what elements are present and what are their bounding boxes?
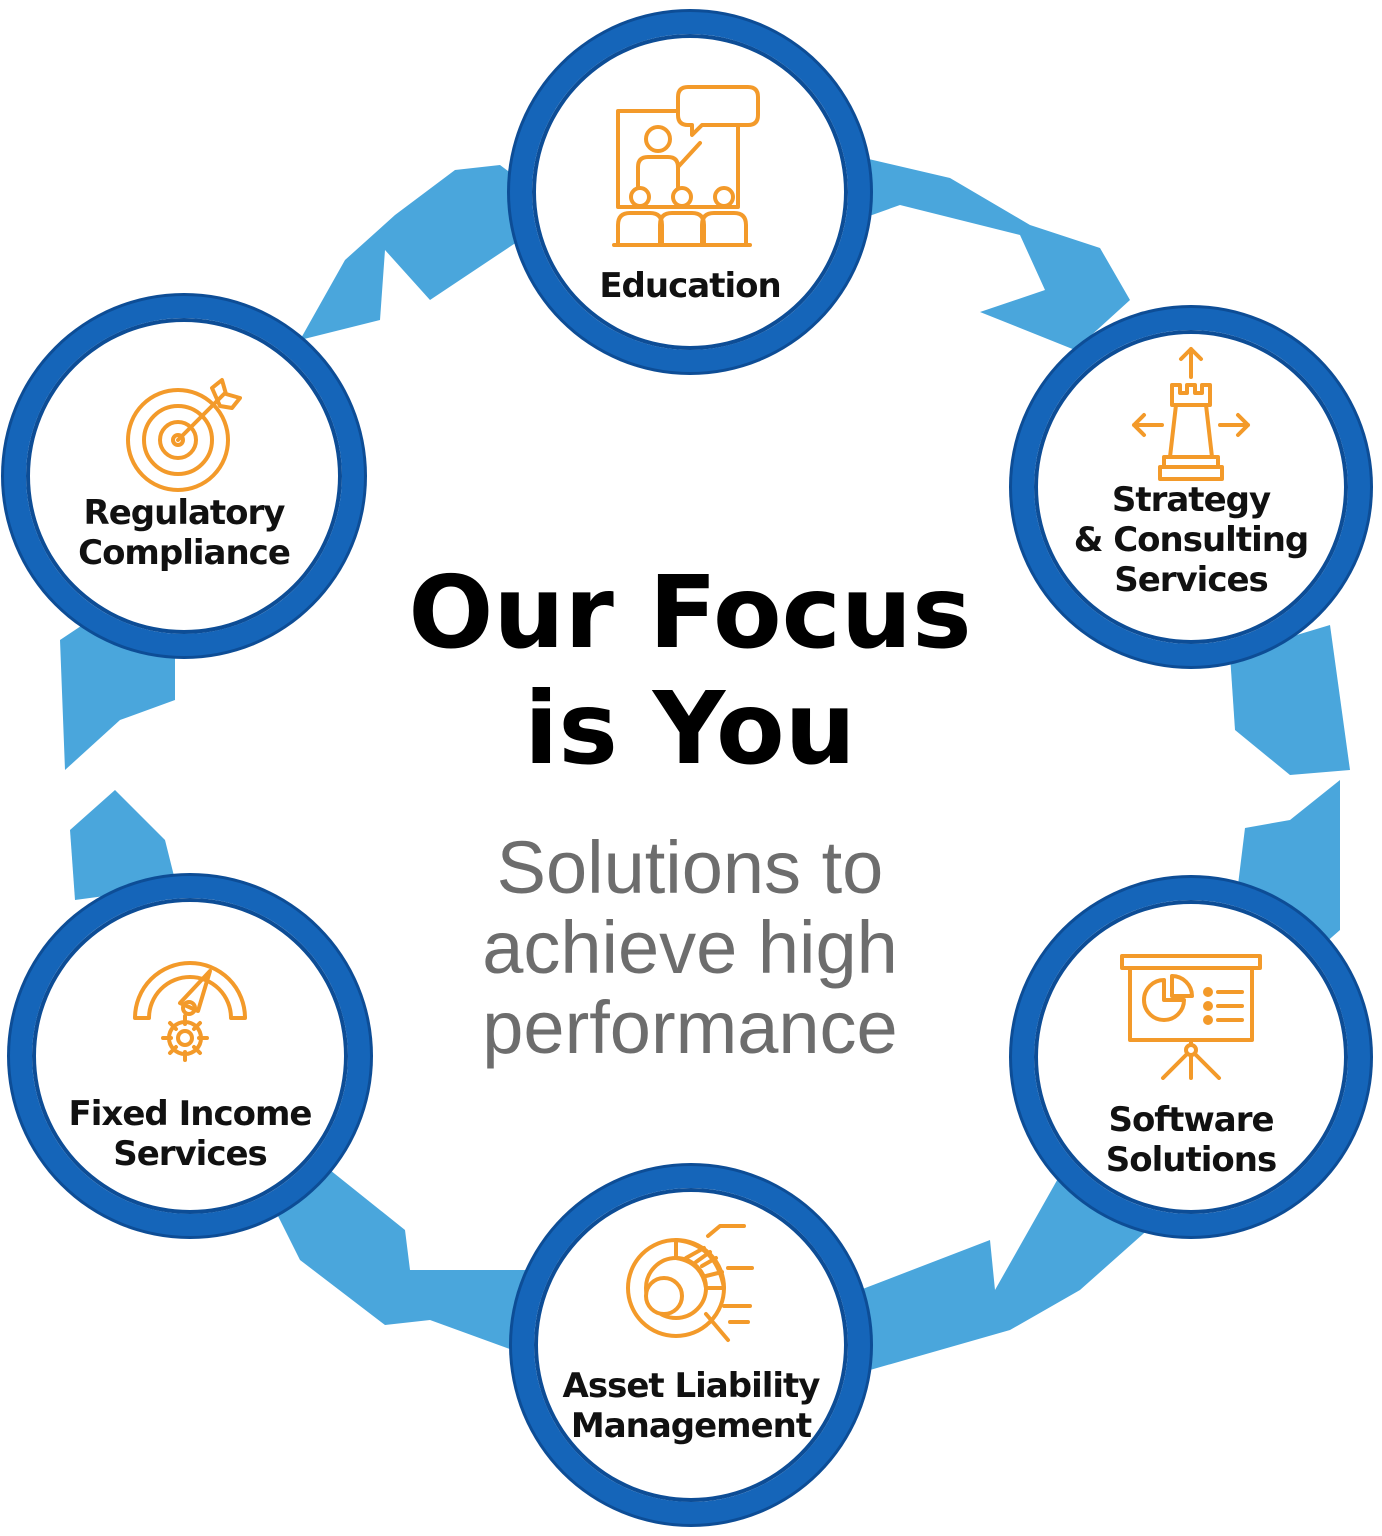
node-regulatory-label: Regulatory Compliance <box>78 493 291 573</box>
node-alm-label: Asset Liability Management <box>562 1366 821 1446</box>
arrow-alm-to-fixed <box>260 1170 540 1360</box>
presentation-audience-icon <box>612 85 760 247</box>
node-education: Education <box>510 12 870 372</box>
arrow-strategy-to-software <box>1230 625 1350 775</box>
arrow-fixed-to-regulatory-2 <box>60 620 175 770</box>
node-fixed-income: Fixed Income Services <box>10 876 370 1236</box>
projector-board-icon <box>1120 954 1262 1080</box>
node-software-label: Software Solutions <box>1105 1100 1277 1180</box>
arrow-education-to-strategy <box>830 150 1130 350</box>
node-alm: Asset Liability Management <box>512 1166 870 1524</box>
node-strategy-label: Strategy & Consulting Services <box>1073 480 1310 600</box>
donut-chart-magnifier-icon <box>626 1224 754 1342</box>
target-arrow-icon <box>126 378 242 492</box>
node-software: Software Solutions <box>1012 878 1370 1236</box>
node-fixed-income-label: Fixed Income Services <box>68 1094 313 1174</box>
node-education-label: Education <box>599 266 781 306</box>
chess-rook-arrows-icon <box>1132 347 1250 481</box>
gauge-gear-icon <box>133 961 247 1062</box>
page-subtitle: Solutions to achieve high performance <box>482 826 898 1069</box>
page-title: Our Focus is You <box>408 554 972 787</box>
arrow-fixed-to-regulatory <box>70 790 175 900</box>
arrow-regulatory-to-education <box>300 165 520 340</box>
